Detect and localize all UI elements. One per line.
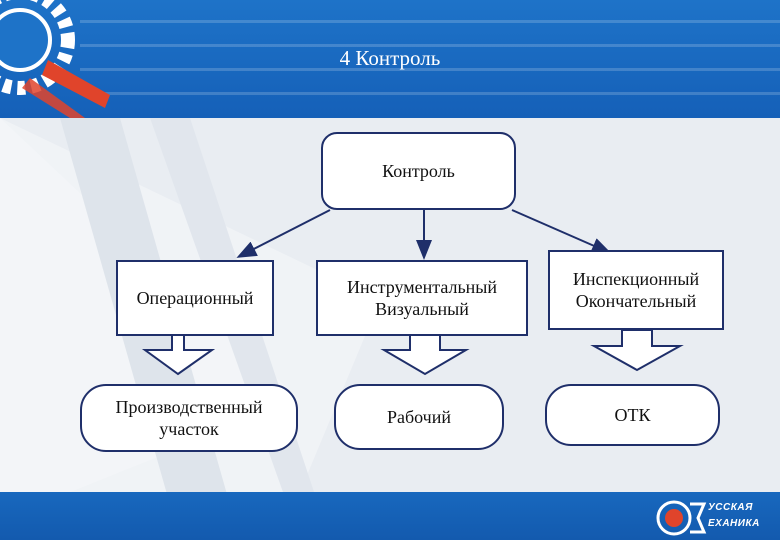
type-node-line1: Инструментальный <box>346 276 498 297</box>
root-node-label: Контроль <box>382 160 455 181</box>
header-stripe <box>80 44 780 47</box>
block-arrow-down-2 <box>380 333 470 376</box>
place-node-line2: участок <box>159 419 219 439</box>
company-logo: УССКАЯ ЕХАНИКА <box>652 496 776 538</box>
block-arrow-down-1 <box>141 333 216 376</box>
type-node-line2: Окончательный <box>575 291 697 311</box>
type-node-line2: Визуальный <box>375 299 469 319</box>
header-stripe <box>80 92 780 95</box>
place-node-production-site: Производственный участок <box>80 384 298 452</box>
place-node-worker: Рабочий <box>334 384 504 450</box>
place-node-line1: Производственный <box>115 396 263 417</box>
place-node-otk: ОТК <box>545 384 720 446</box>
header-stripe <box>80 20 780 23</box>
connector-root-to-type3 <box>511 209 612 254</box>
type-node-instrumental: Инструментальный Визуальный <box>316 260 528 336</box>
logo-line2: ЕХАНИКА <box>708 518 760 529</box>
footer-band <box>0 492 780 540</box>
logo-emblem-icon <box>656 500 707 536</box>
connector-root-to-type1 <box>236 209 331 258</box>
gear-logo-icon <box>0 0 110 118</box>
type-node-line1: Инспекционный <box>572 268 700 289</box>
type-node-line1: Операционный <box>136 287 254 308</box>
logo-line1: УССКАЯ <box>708 502 753 513</box>
type-node-inspection: Инспекционный Окончательный <box>548 250 724 330</box>
place-node-line1: Рабочий <box>386 406 451 427</box>
type-node-operational: Операционный <box>116 260 274 336</box>
block-arrow-down-3 <box>590 329 684 372</box>
header-stripe <box>80 68 780 71</box>
header-band: 4 Контроль <box>0 0 780 118</box>
root-node-control: Контроль <box>321 132 516 210</box>
place-node-line1: ОТК <box>614 404 651 425</box>
slide-title: 4 Контроль <box>339 46 441 70</box>
